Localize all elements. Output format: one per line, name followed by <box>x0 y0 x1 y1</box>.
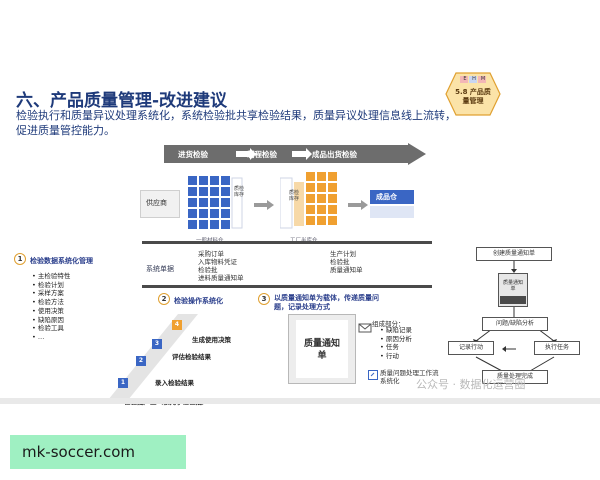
doc-item: 检验批 <box>198 266 218 274</box>
fc-notice-label: 质量通知单 <box>502 280 523 292</box>
list-item: 采样方案 <box>32 289 70 298</box>
quality-notice-paper <box>296 320 348 378</box>
warehouse-a-sign: 质检库存 <box>234 186 245 198</box>
fc-problem-analysis: 问题/缺陷分析 <box>482 317 548 331</box>
stage-final-inspection: 成品出货检验 <box>312 150 357 159</box>
fc-execute-task: 执行任务 <box>534 341 580 355</box>
badge-letter-m: M <box>480 76 486 82</box>
step-2-box: 2 <box>136 356 146 366</box>
share-icon <box>368 370 378 380</box>
fc-create-notice: 创建质量通知单 <box>476 247 552 261</box>
supplier-label: 供应商 <box>146 199 167 207</box>
step-3-label: 评估检验结果 <box>172 353 211 361</box>
supplier-building <box>140 190 180 218</box>
arrow-right-icon <box>348 200 368 210</box>
section-1-title: 检验数据系统化管理 <box>30 257 93 265</box>
badge-letter-h: H <box>472 76 476 82</box>
step-3-box: 3 <box>152 339 162 349</box>
site-banner[interactable] <box>10 435 186 469</box>
finished-goods-warehouse <box>370 190 414 204</box>
slide-footer-band <box>0 398 600 404</box>
doc-item: 采购订单 <box>198 250 224 258</box>
step-2-label: 录入检验结果 <box>155 379 194 387</box>
section-3-workflow: 质量问题处理工作流系统化 <box>380 369 439 385</box>
factory-warehouse-shelves <box>280 172 337 229</box>
fc-record-action: 记录行动 <box>448 341 494 355</box>
section-3-parts-list: 缺陷记录 原因分析 任务 行动 <box>380 326 412 361</box>
step-4-label: 生成使用决策 <box>192 336 231 344</box>
arrow-right-icon <box>254 200 274 210</box>
system-docs-col2: 生产计划 检验批 质量通知单 <box>330 250 363 274</box>
list-item: 缺陷原因 <box>32 316 70 325</box>
general-warehouse-shelves <box>188 176 243 229</box>
section-2-title: 检验操作系统化 <box>174 297 223 305</box>
doc-item: 进料质量通知单 <box>198 274 244 282</box>
divider-top <box>142 241 432 244</box>
doc-item: 质量通知单 <box>330 266 363 274</box>
list-item: 检验工具 <box>32 324 70 333</box>
section-2-number: 2 <box>158 293 170 305</box>
divider-bottom <box>142 285 432 288</box>
watermark-text: 公众号 · 数据化运营圈 <box>416 378 526 391</box>
section-3-number: 3 <box>258 293 270 305</box>
list-item: 使用决策 <box>32 307 70 316</box>
step-4-box: 4 <box>172 320 182 330</box>
stage-incoming-inspection: 进货检验 <box>178 150 208 159</box>
slide-subtitle: 检验执行和质量异议处理系统化，系统检验批共享检验结果，质量异议处理信息线上流转，… <box>16 109 456 137</box>
site-link[interactable]: mk-soccer.com <box>22 443 136 461</box>
list-item: 检验计划 <box>32 281 70 290</box>
section-1-number: 1 <box>14 253 26 265</box>
stage-process-inspection: 制程检验 <box>247 150 277 159</box>
list-item: 原因分析 <box>380 335 412 344</box>
process-flow-arrow <box>164 143 426 165</box>
doc-item: 入库物料凭证 <box>198 258 237 266</box>
doc-item: 检验批 <box>330 258 350 266</box>
section-3-parts-title: 组成部分： <box>372 320 405 328</box>
list-item: … <box>32 333 70 342</box>
list-item: 任务 <box>380 343 412 352</box>
module-badge <box>445 72 501 116</box>
slide-title: 六、产品质量管理-改进建议 <box>16 91 228 111</box>
system-docs-label: 系统单据 <box>146 265 174 273</box>
steps-ramp <box>108 314 198 400</box>
section-3-title: 以质量通知单为载体，传递质量问题，记录处理方式 <box>274 294 379 311</box>
fc-notice-bar <box>500 296 526 304</box>
doc-item: 生产计划 <box>330 250 356 258</box>
mail-icon <box>358 323 372 333</box>
list-item: 缺陷记录 <box>380 326 412 335</box>
system-docs-col1: 采购订单 入库物料凭证 检验批 进料质量通知单 <box>198 250 244 282</box>
list-item: 行动 <box>380 352 412 361</box>
badge-letter-e: E <box>463 76 467 82</box>
step-1-box: 1 <box>118 378 128 388</box>
fc-process-complete: 质量处理完成 <box>482 370 548 384</box>
finished-goods-base <box>370 206 414 218</box>
warehouse-b-sign: 质检库存 <box>289 190 300 202</box>
list-item: 主检验特性 <box>32 272 71 281</box>
quality-notice-title: 质量通知单 <box>304 339 341 361</box>
finished-goods-label: 成品仓 <box>376 193 397 201</box>
section-1-list: 主检验特性 检验计划 采样方案 检验方法 使用决策 缺陷原因 检验工具 … <box>32 272 71 342</box>
badge-label: 5.8 产品质量管理 <box>455 88 491 105</box>
list-item: 检验方法 <box>32 298 70 307</box>
